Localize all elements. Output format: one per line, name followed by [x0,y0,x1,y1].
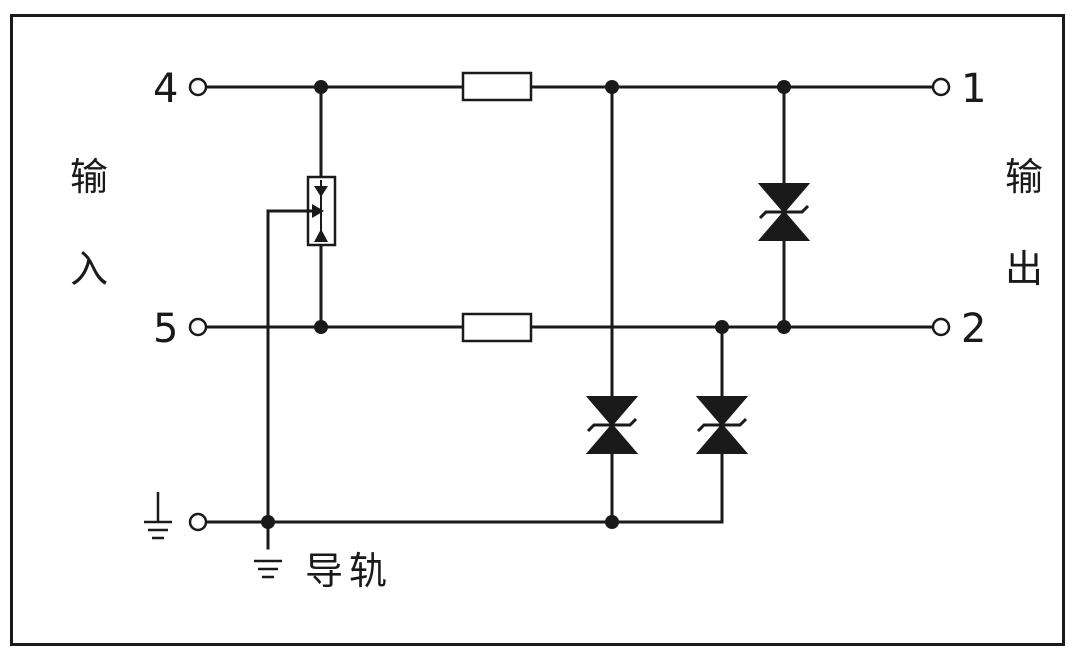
junction-node [777,320,791,334]
input-label-char-2: 入 [70,247,109,291]
junction-node [605,80,619,94]
output-label-char-2: 出 [1005,247,1044,291]
tvs-diode-icon [695,396,749,454]
resistor-icon [461,71,533,102]
terminal-label-5: 5 [153,306,179,352]
junction-node [261,515,275,529]
ground-icon [144,492,172,540]
junction-node [314,320,328,334]
output-label-char-1: 输 [1005,155,1044,199]
input-label-char-1: 输 [70,155,109,199]
ground-icon [254,559,282,579]
resistor-icon [461,312,533,343]
junction-node [715,320,729,334]
wire-gdt-rail [266,209,314,550]
terminal-label-1: 1 [961,66,987,112]
junction-node [777,80,791,94]
terminal-label-4: 4 [153,66,179,112]
tvs-diode-icon [585,396,639,454]
terminal-2 [931,317,951,337]
diagram-frame [10,14,1065,646]
terminal-ground [188,512,208,532]
rail-label: 导轨 [305,549,394,593]
terminal-1 [931,77,951,97]
junction-node [605,515,619,529]
terminal-label-2: 2 [961,306,987,352]
terminal-5 [188,317,208,337]
tvs-diode-icon [757,183,811,241]
junction-node [314,80,328,94]
terminal-4 [188,77,208,97]
